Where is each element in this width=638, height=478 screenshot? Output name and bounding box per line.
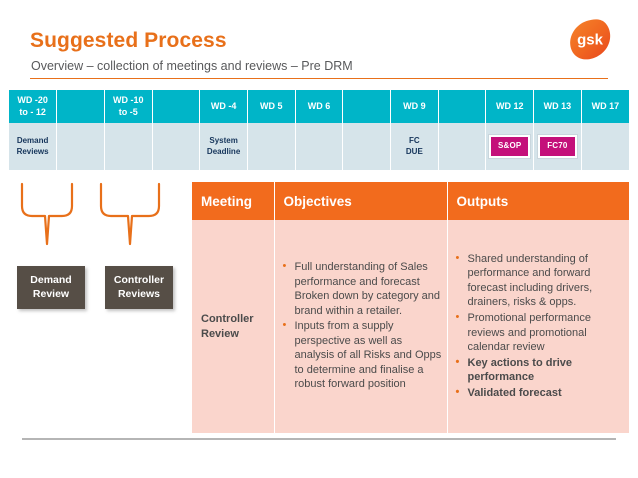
- content-header-row: Meeting Objectives Outputs: [192, 182, 629, 220]
- timeline-event-5: [247, 123, 296, 170]
- svg-text:gsk: gsk: [577, 32, 604, 49]
- timeline-period-7: [342, 90, 391, 123]
- outputs-list: Shared understanding of performance and …: [448, 247, 630, 406]
- funnel-connector-controller-icon: [97, 182, 163, 260]
- objectives-list: Full understanding of Sales performance …: [275, 255, 447, 398]
- cell-outputs: Shared understanding of performance and …: [447, 220, 629, 433]
- objective-item: Inputs from a supply perspective as well…: [283, 318, 443, 392]
- timeline-period-11: WD 13: [533, 90, 582, 123]
- output-item: Validated forecast: [456, 385, 626, 401]
- page-subtitle: Overview – collection of meetings and re…: [31, 59, 353, 73]
- timeline-period-6: WD 6: [295, 90, 344, 123]
- cell-objectives: Full understanding of Sales performance …: [274, 220, 448, 433]
- column-header-objectives: Objectives: [274, 182, 448, 220]
- gsk-logo-icon: gsk: [568, 18, 613, 62]
- objective-item: Full understanding of Sales performance …: [283, 259, 443, 318]
- page-title: Suggested Process: [30, 29, 227, 52]
- timeline-period-8: WD 9: [390, 90, 439, 123]
- timeline-event-12: [581, 123, 629, 170]
- page-header: Suggested Process Overview – collection …: [0, 0, 638, 88]
- timeline-period-10: WD 12: [485, 90, 535, 123]
- timeline-event-2: [104, 123, 153, 170]
- footer-divider: [22, 438, 616, 440]
- column-header-outputs: Outputs: [447, 182, 629, 220]
- timeline-period-12: WD 17: [581, 90, 629, 123]
- header-divider: [30, 78, 608, 79]
- timeline-event-10: S&OP: [485, 123, 535, 170]
- timeline-event-7: [342, 123, 391, 170]
- column-header-meeting: Meeting: [192, 182, 275, 220]
- timeline-period-3: [152, 90, 201, 123]
- timeline-event-11: FC70: [533, 123, 582, 170]
- timeline-period-9: [438, 90, 487, 123]
- timeline-event-9: [438, 123, 487, 170]
- output-item: Shared understanding of performance and …: [456, 251, 626, 310]
- timeline-event-6: [295, 123, 344, 170]
- timeline-period-4: WD -4: [199, 90, 248, 123]
- output-item: Key actions to drive performance: [456, 355, 626, 385]
- output-item: Promotional performance reviews and prom…: [456, 310, 626, 355]
- timeline-period-5: WD 5: [247, 90, 296, 123]
- timeline-event-1: [56, 123, 105, 170]
- badge-sop: S&OP: [488, 135, 531, 158]
- badge-fc70: FC70: [538, 135, 577, 158]
- timeline-period-1: [56, 90, 105, 123]
- funnel-connector-demand-icon: [18, 182, 76, 260]
- timeline-event-3: [152, 123, 201, 170]
